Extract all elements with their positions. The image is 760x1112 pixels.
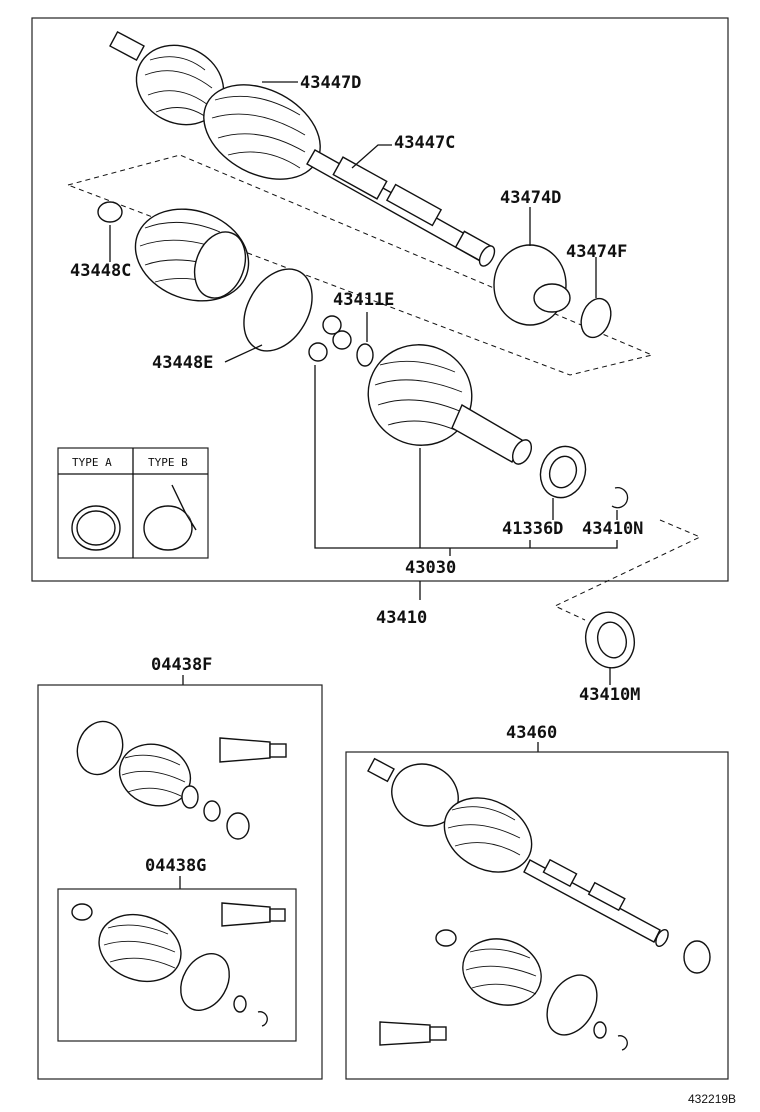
ring-43474F — [580, 297, 612, 339]
label-43410: 43410 — [376, 608, 427, 628]
main-assembly-frame — [31, 17, 729, 582]
inner-joint-group-outline — [66, 154, 654, 376]
label-43410N: 43410N — [582, 519, 643, 539]
inset-type-a: TYPE A — [72, 456, 112, 469]
bearing-43410M — [585, 611, 635, 669]
label-43447D: 43447D — [300, 73, 361, 93]
outer-race-43474D — [493, 244, 571, 326]
label-43447C: 43447C — [394, 133, 455, 153]
label-43410M: 43410M — [579, 685, 640, 705]
label-04438F: 04438F — [151, 655, 212, 675]
label-43030: 43030 — [405, 558, 456, 578]
inner-boot — [134, 208, 250, 302]
kit-04438G-parts — [71, 902, 286, 1027]
figure-code: 432219B — [688, 1092, 736, 1106]
kit-04438F-frame — [37, 684, 323, 1080]
clamp-43448C — [97, 201, 123, 223]
label-43474D: 43474D — [500, 188, 561, 208]
snap-ring-43410N — [611, 487, 629, 509]
kit-04438G-frame — [57, 888, 297, 1042]
label-43460: 43460 — [506, 723, 557, 743]
drive-shaft-assembly — [109, 30, 496, 267]
clamp-type-inset: TYPE A TYPE B — [57, 447, 209, 559]
inner-cv-joint — [367, 344, 533, 465]
tripod-joint — [308, 315, 352, 362]
label-43411E: 43411E — [333, 290, 394, 310]
label-43448C: 43448C — [70, 261, 131, 281]
label-43448E: 43448E — [152, 353, 213, 373]
kit-43460-parts — [367, 757, 711, 1051]
snap-ring-43411E — [356, 343, 374, 367]
label-43474F: 43474F — [566, 242, 627, 262]
kit-43460-frame — [345, 751, 729, 1080]
inset-type-b: TYPE B — [148, 456, 188, 469]
label-41336D: 41336D — [502, 519, 563, 539]
kit-04438F-parts — [76, 720, 287, 840]
label-04438G: 04438G — [145, 856, 206, 876]
